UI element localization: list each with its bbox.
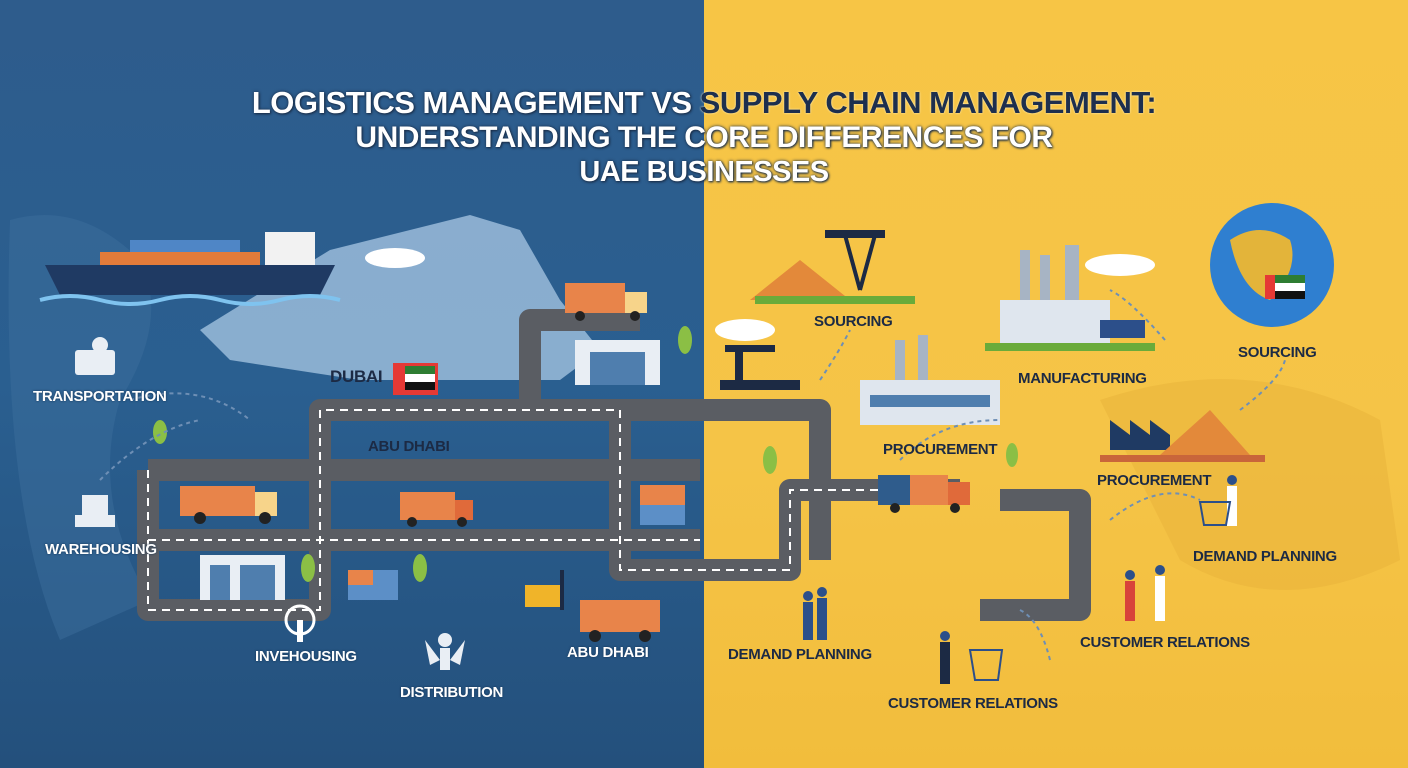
truck-icon <box>565 283 647 321</box>
label-abu-dhabi-map: ABU DHABI <box>368 438 450 455</box>
transportation-icon <box>75 337 115 375</box>
label-sourcing: SOURCING <box>814 313 893 330</box>
warehousing-icon <box>75 495 115 527</box>
forklift-icon <box>525 570 564 610</box>
oil-pump-icon <box>720 345 800 390</box>
label-dubai: DUBAI <box>330 367 383 386</box>
cloud-icon <box>1085 254 1155 276</box>
cargo-ship-icon <box>39 232 341 306</box>
invehousing-icon <box>284 604 316 642</box>
cloud-icon <box>715 319 775 341</box>
label-procurement: PROCUREMENT <box>883 441 998 458</box>
cloud-icon <box>365 248 425 268</box>
people-icon <box>803 475 1237 684</box>
factory-icon <box>1100 410 1265 462</box>
title-line-2: UNDERSTANDING THE CORE DIFFERENCES FOR <box>355 121 1053 154</box>
flow-arrows <box>99 289 1286 661</box>
label-abu-dhabi-truck: ABU DHABI <box>567 644 649 661</box>
label-customer-relations-2: CUSTOMER RELATIONS <box>1080 634 1250 651</box>
shopping-cart-icon <box>968 501 1232 681</box>
label-sourcing-2: SOURCING <box>1238 344 1317 361</box>
tree-icon <box>153 326 1018 582</box>
globe-icon <box>1210 203 1334 327</box>
title-line-3: UAE BUSINESSES <box>579 156 829 188</box>
uae-flag-icon <box>393 363 438 395</box>
truck-icon <box>180 486 277 524</box>
label-procurement-2: PROCUREMENT <box>1097 472 1212 489</box>
world-map-left <box>8 215 152 640</box>
label-customer-relations: CUSTOMER RELATIONS <box>888 695 1058 712</box>
label-manufacturing: MANUFACTURING <box>1018 370 1147 387</box>
title-supply-chain: SUPPLY CHAIN MANAGEMENT: <box>699 85 1157 120</box>
label-transportation: TRANSPORTATION <box>33 388 167 405</box>
distribution-icon <box>425 633 465 670</box>
oil-rig-icon <box>750 230 915 304</box>
truck-icon <box>878 475 970 513</box>
label-invehousing: INVEHOUSING <box>255 648 357 665</box>
world-map-right <box>1100 379 1400 590</box>
title-line-1: LOGISTICS MANAGEMENT VS SUPPLY CHAIN MAN… <box>0 86 1408 119</box>
boxes-icon <box>348 485 685 600</box>
truck-icon <box>580 600 660 642</box>
title-logistics: LOGISTICS MANAGEMENT VS <box>251 85 700 120</box>
label-distribution: DISTRIBUTION <box>400 684 504 701</box>
truck-icon <box>400 492 473 527</box>
factory-icon <box>860 335 1000 425</box>
uae-map <box>200 215 600 380</box>
label-warehousing: WAREHOUSING <box>45 541 157 558</box>
label-demand-planning-2: DEMAND PLANNING <box>1193 548 1337 565</box>
label-demand-planning: DEMAND PLANNING <box>728 646 872 663</box>
factory-icon <box>985 245 1155 351</box>
warehouse-icon <box>200 555 285 600</box>
warehouse-icon <box>575 340 660 385</box>
